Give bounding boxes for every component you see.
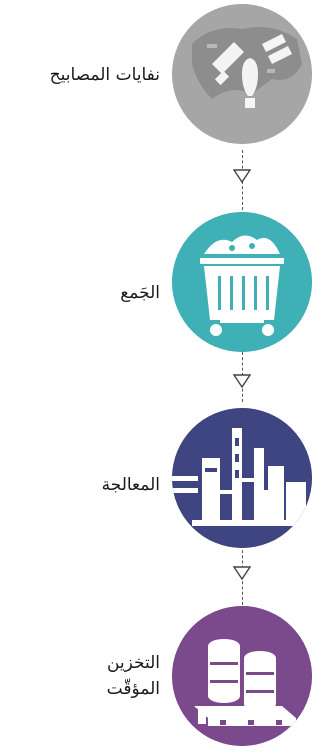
step-temporary-storage: التخزين المؤقّت (0, 606, 322, 746)
lamp-waste-icon (172, 4, 312, 144)
step-collection: الجَمع (0, 212, 322, 352)
step-label: التخزين المؤقّت (107, 650, 160, 702)
processing-plant-icon (172, 408, 312, 548)
arrow-down-icon (232, 168, 252, 184)
step-lamp-waste: نفايات المصابيح (0, 4, 322, 144)
storage-barrels-icon (172, 606, 312, 746)
waste-container-icon (172, 212, 312, 352)
step-label-line-2: المؤقّت (106, 679, 160, 699)
step-label: نفايات المصابيح (49, 65, 160, 85)
arrow-down-icon (232, 565, 252, 581)
step-label: الجَمع (120, 283, 160, 303)
arrow-down-icon (232, 373, 252, 389)
step-label: المعالجة (101, 475, 160, 495)
step-processing: المعالجة (0, 408, 322, 548)
step-label-line-1: التخزين (106, 653, 160, 673)
